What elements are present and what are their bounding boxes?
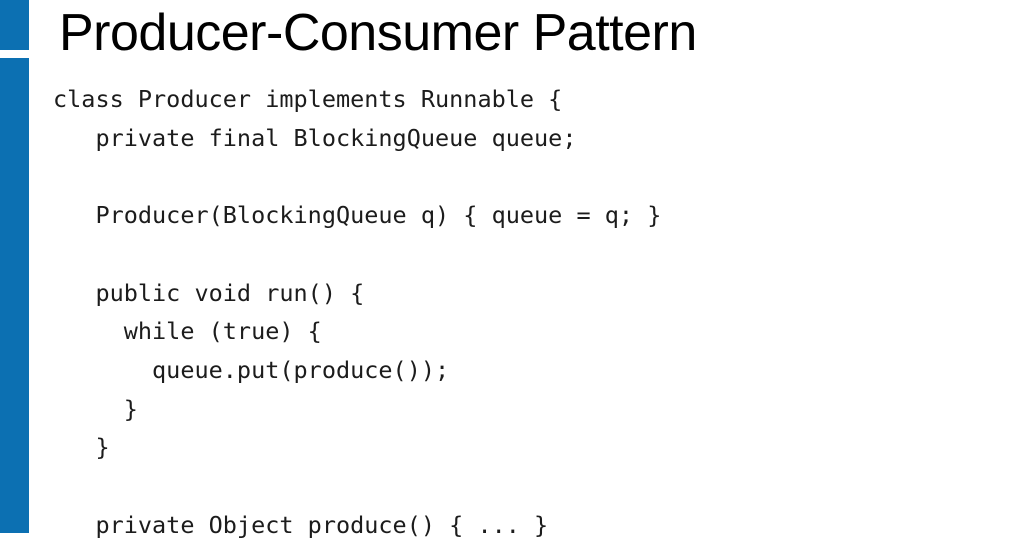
slide-title: Producer-Consumer Pattern: [59, 4, 697, 62]
accent-square: [0, 0, 29, 50]
code-block: class Producer implements Runnable { pri…: [53, 85, 662, 539]
accent-bar: [0, 58, 29, 533]
